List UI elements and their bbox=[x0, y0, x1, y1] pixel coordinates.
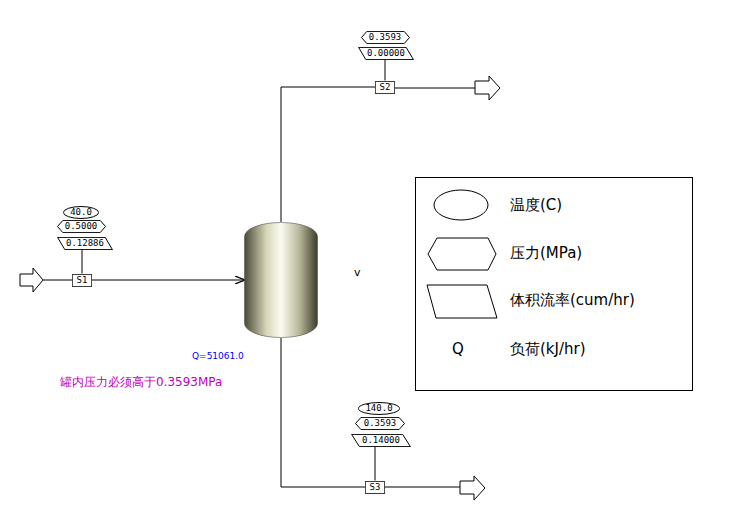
outlet-arrow bbox=[460, 476, 485, 500]
stream-connector bbox=[92, 280, 244, 281]
legend-text: 压力(MPa) bbox=[510, 244, 582, 263]
stream-tag: S2 bbox=[375, 81, 395, 94]
legend-oval bbox=[434, 190, 488, 220]
stream-connector bbox=[375, 447, 376, 481]
pressure-tag: 0.3593 bbox=[355, 417, 405, 430]
outlet-arrow bbox=[475, 76, 500, 100]
tag-value: 0.12886 bbox=[57, 238, 113, 249]
tag-value: 0.14000 bbox=[351, 435, 411, 446]
legend-symbol: Q bbox=[452, 340, 464, 358]
tag-value: S3 bbox=[365, 482, 385, 493]
flash-drum: v bbox=[244, 222, 318, 338]
legend-frame bbox=[416, 178, 693, 391]
design-note: 罐内压力必须高于0.3593MPa bbox=[60, 374, 222, 391]
tag-value: S2 bbox=[375, 82, 395, 93]
flow-tag: 0.00000 bbox=[358, 47, 414, 60]
stream-line bbox=[380, 487, 460, 488]
flow-tag: 0.12886 bbox=[57, 237, 113, 250]
legend-text: 负荷(kJ/hr) bbox=[510, 340, 586, 359]
tag-value: 40.0 bbox=[63, 207, 99, 218]
legend-text: 温度(C) bbox=[510, 196, 562, 215]
tag-value: 0.5000 bbox=[57, 221, 106, 232]
duty-label: Q=51061.0 bbox=[192, 351, 244, 361]
inlet-arrow bbox=[20, 268, 43, 292]
legend-hexagon bbox=[428, 238, 496, 270]
stream-connector bbox=[82, 250, 83, 274]
stream-tag: S1 bbox=[72, 274, 92, 287]
temperature-tag: 140.0 bbox=[358, 402, 400, 415]
flow-tag: 0.14000 bbox=[351, 434, 411, 447]
stream-tag: S3 bbox=[365, 481, 385, 494]
temperature-tag: 40.0 bbox=[63, 206, 99, 219]
drum-body bbox=[244, 222, 318, 338]
tag-value: S1 bbox=[72, 275, 92, 286]
pressure-tag: 0.3593 bbox=[361, 31, 410, 44]
tag-value: 140.0 bbox=[358, 403, 400, 414]
stream-connector bbox=[281, 87, 375, 222]
legend-parallelogram bbox=[427, 285, 497, 318]
tag-value: 0.00000 bbox=[358, 48, 414, 59]
stream-line bbox=[390, 88, 475, 89]
legend-text: 体积流率(cum/hr) bbox=[510, 291, 635, 310]
stream-connector bbox=[385, 60, 386, 81]
tag-value: 0.3593 bbox=[355, 418, 405, 429]
stream-connector bbox=[281, 338, 365, 487]
tag-value: 0.3593 bbox=[361, 32, 410, 43]
pressure-tag: 0.5000 bbox=[57, 220, 106, 233]
block-name: v bbox=[354, 266, 361, 279]
